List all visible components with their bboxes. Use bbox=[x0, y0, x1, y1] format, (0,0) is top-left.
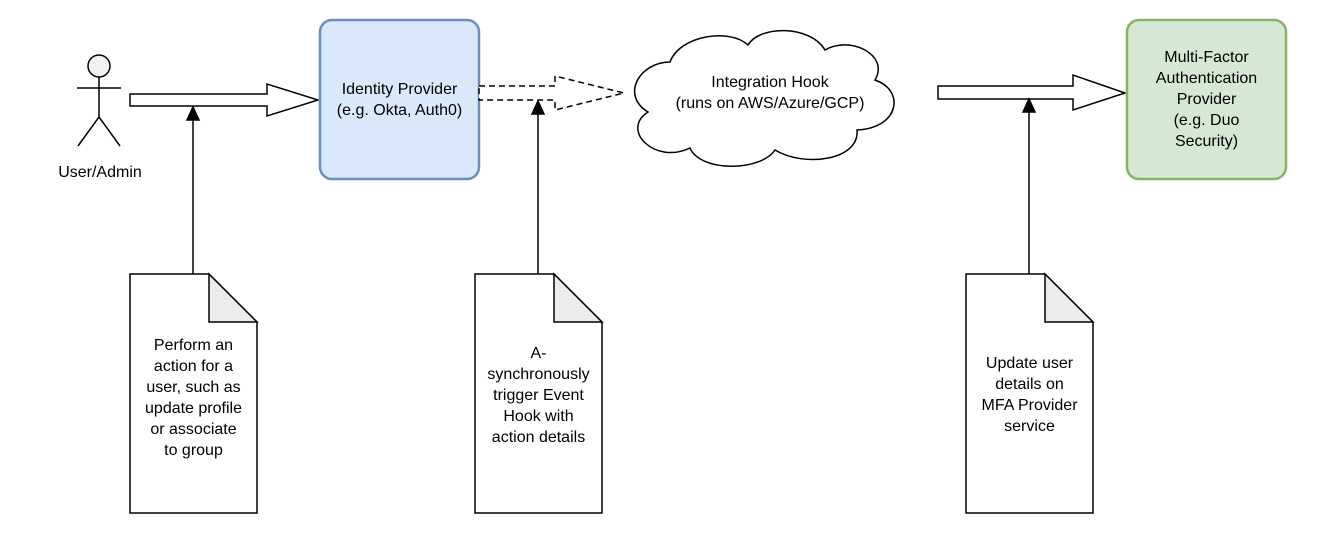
connector-note3-arrowhead-icon bbox=[1021, 97, 1037, 113]
note-2-shape bbox=[474, 272, 604, 514]
arrow-idp-to-hook-dashed bbox=[478, 75, 625, 111]
note-3-shape bbox=[965, 272, 1095, 514]
integration-hook-cloud bbox=[633, 29, 895, 167]
note-1-text: Perform an action for a user, such as up… bbox=[145, 337, 242, 459]
integration-hook-label: Integration Hook (runs on AWS/Azure/GCP) bbox=[675, 74, 865, 112]
mfa-provider-label: Multi-Factor Authentication Provider (e.… bbox=[1155, 49, 1258, 150]
note-3-text: Update user details on MFA Provider serv… bbox=[981, 355, 1078, 435]
actor-label: User/Admin bbox=[58, 163, 142, 181]
identity-provider-label: Identity Provider (e.g. Okta, Auth0) bbox=[336, 80, 463, 119]
mfa-provider-box bbox=[1125, 18, 1288, 181]
note-1-shape bbox=[129, 272, 259, 514]
connector-note2-arrowhead-icon bbox=[530, 99, 546, 115]
connector-note1-arrowhead-icon bbox=[185, 105, 201, 121]
note-2-text: A- synchronously trigger Event Hook with… bbox=[487, 344, 590, 446]
arrow-hook-to-mfa bbox=[937, 73, 1128, 112]
user-actor-icon bbox=[77, 54, 121, 147]
arrow-actor-to-idp bbox=[129, 82, 321, 118]
